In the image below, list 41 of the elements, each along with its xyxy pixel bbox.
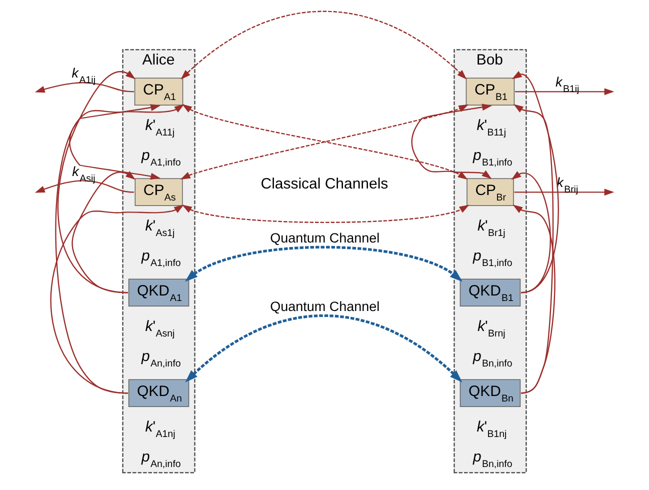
label: p$_{Bn,info}$ [472, 348, 512, 370]
label: k'$_{B1nj}$ [476, 418, 507, 440]
arrow [511, 171, 551, 294]
node-box: CP$_{A1}$ [134, 78, 184, 106]
label: p$_{Bn,info}$ [472, 448, 512, 470]
label: p$_{B1,info}$ [472, 247, 512, 269]
arrow [512, 204, 556, 394]
label: k'$_{Br1j}$ [477, 217, 506, 239]
label: k'$_{B11j}$ [476, 116, 506, 138]
label: p$_{A1,info}$ [142, 247, 181, 269]
arrow [185, 314, 462, 382]
label: k'$_{A11j}$ [145, 116, 175, 138]
node-box: QKD$_{Bn}$ [460, 379, 521, 408]
label: p$_{B1,info}$ [472, 146, 512, 168]
label: k'$_{Asnj}$ [145, 318, 175, 340]
arrow [34, 180, 134, 193]
node-box: QKD$_{A1}$ [128, 278, 190, 307]
label: p$_{An,info}$ [142, 348, 181, 370]
arrow [50, 204, 184, 394]
arrow [411, 104, 492, 179]
arrow [512, 71, 559, 294]
edge-label: Quantum Channel [270, 298, 380, 314]
node-box: QKD$_{An}$ [128, 379, 190, 408]
node-box: QKD$_{B1}$ [460, 278, 521, 307]
label: p$_{An,info}$ [142, 448, 181, 470]
arrow [184, 246, 463, 282]
arrow [180, 10, 467, 80]
label: k'$_{A1nj}$ [145, 418, 176, 440]
label: k'$_{As1j}$ [145, 217, 175, 239]
arrow [34, 82, 134, 93]
arrow [58, 70, 136, 294]
label: p$_{A1,info}$ [142, 146, 181, 168]
arrow [182, 204, 470, 223]
label: Classical Channels [260, 175, 388, 192]
arrow [69, 104, 161, 180]
node-box: CP$_{As}$ [134, 178, 183, 206]
node-box: CP$_{B1}$ [466, 78, 515, 106]
label: k'$_{Brnj}$ [477, 318, 506, 340]
arrow [72, 171, 136, 294]
edge-label: Quantum Channel [270, 230, 380, 246]
node-box: CP$_{Br}$ [466, 178, 514, 206]
